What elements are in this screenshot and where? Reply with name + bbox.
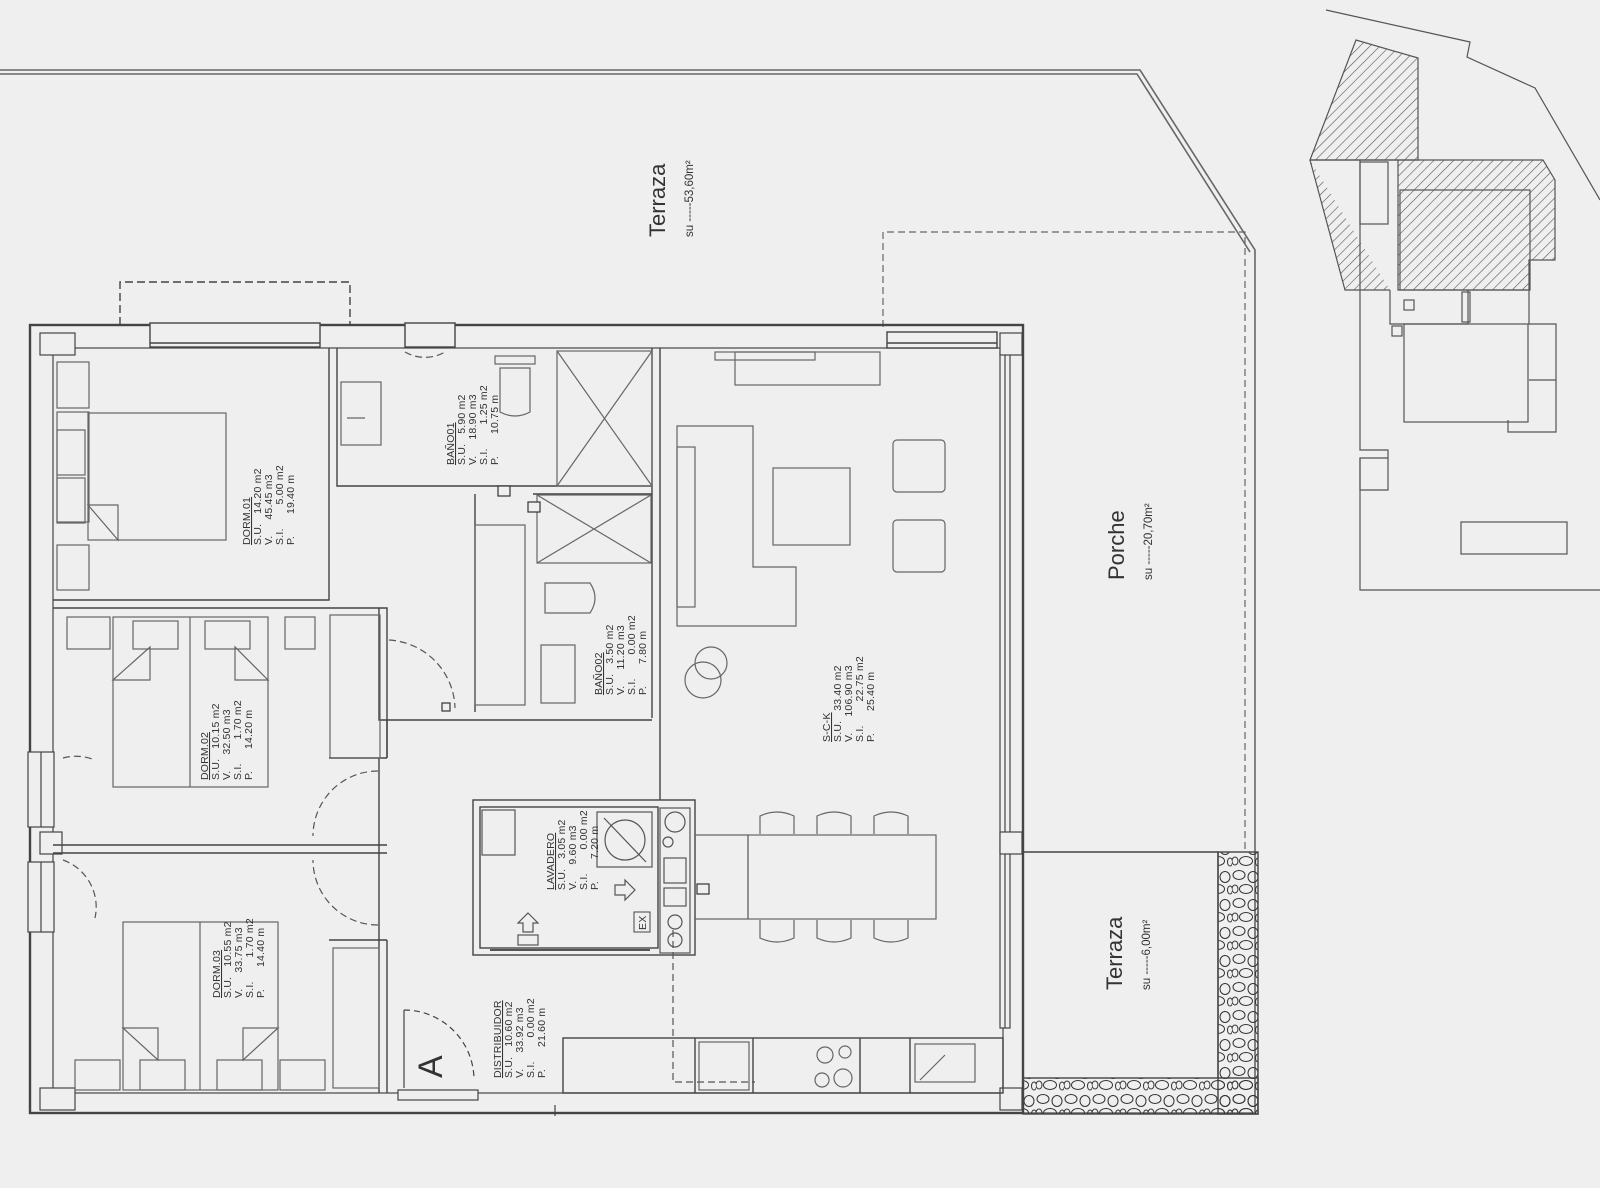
svg-text:S.U.10.55 m2: S.U.10.55 m2	[222, 921, 234, 998]
svg-text:V.9.60 m3: V.9.60 m3	[567, 825, 579, 890]
svg-text:S.I.0.00 m2: S.I.0.00 m2	[525, 998, 537, 1078]
svg-text:P.14.40 m: P.14.40 m	[255, 928, 267, 998]
label-dorm01: DORM.01 S.U.14.20 m2 V.45.45 m3 S.I.5.00…	[241, 465, 297, 545]
label-distribuidor: DISTRIBUIDOR S.U.10.60 m2 V.33.92 m3 S.I…	[492, 998, 548, 1078]
svg-text:DORM.01: DORM.01	[241, 497, 253, 545]
dorm03-furniture	[74, 921, 380, 1091]
gravel-strip	[1022, 851, 1259, 1115]
svg-text:DORM.02: DORM.02	[199, 732, 211, 780]
svg-text:P.14.20 m: P.14.20 m	[243, 710, 255, 780]
bano01-title: BAÑO01	[444, 422, 457, 465]
svg-text:S.U.10.15 m2: S.U.10.15 m2	[210, 703, 222, 780]
svg-text:S.I.1.25 m2: S.I.1.25 m2	[478, 385, 490, 465]
area-terraza-small: Terraza su -----6,00m²	[1102, 916, 1153, 990]
door-swings	[62, 351, 755, 1083]
interior-walls	[53, 348, 1004, 1094]
terraza-small-su: su -----6,00m²	[1141, 920, 1153, 990]
svg-text:P.7.20 m: P.7.20 m	[589, 826, 601, 890]
dorm01-furniture	[56, 361, 227, 591]
svg-text:S.I.1.70 m2: S.I.1.70 m2	[244, 918, 256, 998]
lavadero-fixtures	[481, 807, 691, 954]
terraza-top-su: su -----53,60m²	[684, 160, 696, 237]
glazing-west	[27, 751, 55, 933]
lavadero-title: LAVADERO	[545, 833, 557, 890]
bano02-title: BAÑO02	[592, 652, 605, 695]
svg-text:S.I.22.75 m2: S.I.22.75 m2	[854, 656, 866, 742]
svg-text:V.33.75 m3: V.33.75 m3	[233, 927, 245, 998]
svg-text:S.U.3.50 m2: S.U.3.50 m2	[604, 624, 616, 695]
area-terraza-top: Terraza su -----53,60m²	[645, 160, 696, 237]
svg-text:EX: EX	[637, 916, 649, 930]
dorm03-title: DORM.03	[211, 950, 223, 998]
porche-su: su -----20,70m²	[1143, 503, 1155, 580]
dorm02-title: DORM.02	[199, 732, 211, 780]
svg-text:P.7.80 m: P.7.80 m	[637, 631, 649, 695]
hardware-marks	[441, 485, 710, 895]
svg-text:S.U.14.20 m2: S.U.14.20 m2	[252, 468, 264, 545]
svg-text:S.U.33.40 m2: S.U.33.40 m2	[832, 665, 844, 742]
svg-text:P.25.40 m: P.25.40 m	[865, 672, 877, 742]
svg-text:S.U.3.05 m2: S.U.3.05 m2	[556, 819, 568, 890]
svg-text:P.21.60 m: P.21.60 m	[536, 1008, 548, 1078]
label-dorm02: DORM.02 S.U.10.15 m2 V.32.50 m3 S.I.1.70…	[199, 700, 255, 780]
exhaust-mark: EX	[633, 911, 651, 933]
svg-text:V.106.90 m3: V.106.90 m3	[843, 665, 855, 742]
svg-text:BAÑO02: BAÑO02	[592, 652, 605, 695]
svg-text:S-C-K: S-C-K	[821, 712, 833, 742]
key-plan	[1309, 9, 1600, 591]
svg-text:V.11.20 m3: V.11.20 m3	[615, 625, 627, 695]
terraza-small-name: Terraza	[1102, 916, 1127, 990]
svg-text:P.19.40 m: P.19.40 m	[285, 475, 297, 545]
dorm01-lines: S.U.14.20 m2 V.45.45 m3 S.I.5.00 m2 P.19…	[252, 465, 297, 545]
svg-text:DORM.03: DORM.03	[211, 950, 223, 998]
bano02-fixtures	[474, 494, 652, 706]
svg-text:V.45.45 m3: V.45.45 m3	[263, 474, 275, 545]
site-boundary	[0, 69, 1256, 1114]
entrance-door	[397, 1009, 556, 1116]
svg-text:V.18.90 m3: V.18.90 m3	[467, 394, 479, 465]
glazing-east	[999, 351, 1011, 1029]
columns	[39, 332, 1023, 1111]
svg-text:V.33.92 m3: V.33.92 m3	[514, 1007, 526, 1078]
label-dorm03: DORM.03 S.U.10.55 m2 V.33.75 m3 S.I.1.70…	[211, 918, 267, 998]
label-bano01: BAÑO01 S.U.5.90 m2 V.18.90 m3 S.I.1.25 m…	[444, 385, 501, 465]
bay-window	[119, 281, 998, 349]
label-bano02: BAÑO02 S.U.3.50 m2 V.11.20 m3 S.I.0.00 m…	[592, 615, 649, 695]
living-furniture	[676, 351, 976, 1091]
bano01-fixtures	[340, 350, 653, 487]
svg-text:BAÑO01: BAÑO01	[444, 422, 457, 465]
svg-text:S.U.10.60 m2: S.U.10.60 m2	[503, 1001, 515, 1078]
porche-outline	[882, 231, 1246, 853]
dorm01-title: DORM.01	[241, 497, 253, 545]
svg-text:S.I.0.00 m2: S.I.0.00 m2	[578, 810, 590, 890]
svg-text:S.I.5.00 m2: S.I.5.00 m2	[274, 465, 286, 545]
distribuidor-title: DISTRIBUIDOR	[492, 1000, 504, 1078]
svg-text:S.I.1.70 m2: S.I.1.70 m2	[232, 700, 244, 780]
terraza-top-name: Terraza	[645, 163, 670, 237]
label-lavadero: LAVADERO S.U.3.05 m2 V.9.60 m3 S.I.0.00 …	[545, 810, 601, 890]
svg-text:LAVADERO: LAVADERO	[545, 833, 557, 890]
svg-text:V.32.50 m3: V.32.50 m3	[221, 709, 233, 780]
svg-text:DISTRIBUIDOR: DISTRIBUIDOR	[492, 1000, 504, 1078]
exterior-walls	[28, 323, 1219, 1115]
section-mark-a: A	[412, 1055, 450, 1078]
svg-text:S.U.5.90 m2: S.U.5.90 m2	[456, 394, 468, 465]
porche-name: Porche	[1104, 510, 1129, 580]
svg-text:S.I.0.00 m2: S.I.0.00 m2	[626, 615, 638, 695]
label-sck: S-C-K S.U.33.40 m2 V.106.90 m3 S.I.22.75…	[821, 656, 877, 742]
dorm02-furniture	[66, 614, 381, 788]
sck-title: S-C-K	[821, 712, 833, 742]
svg-text:P.10.75 m: P.10.75 m	[489, 395, 501, 465]
area-porche: Porche su -----20,70m²	[1104, 503, 1155, 580]
